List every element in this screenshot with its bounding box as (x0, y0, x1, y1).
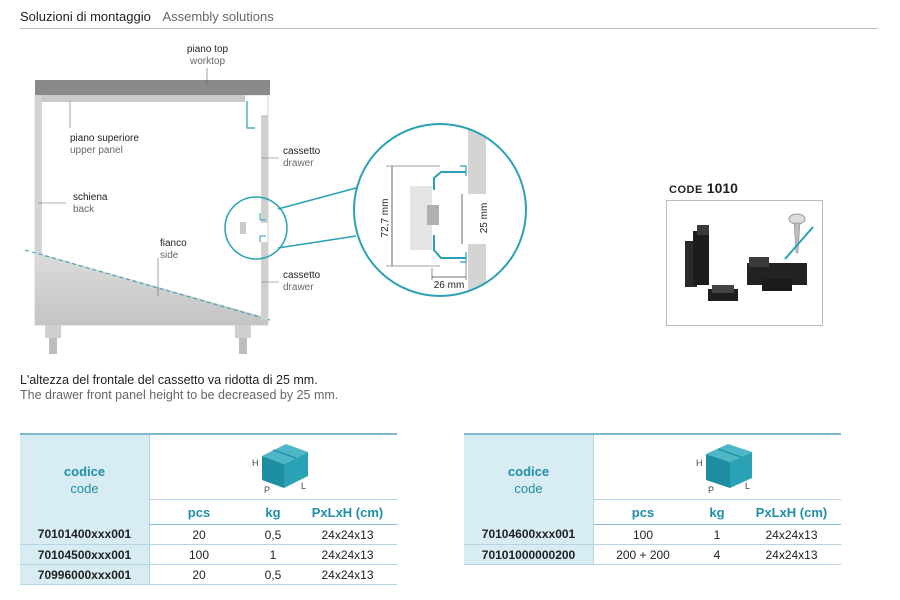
page-subtitle: Assembly solutions (162, 9, 274, 24)
svg-text:P: P (264, 485, 270, 495)
col-pcs: pcs (593, 499, 692, 525)
dim-reduction: 25 mm (479, 203, 490, 234)
worktop (35, 80, 270, 95)
svg-text:H: H (252, 458, 259, 468)
col-dims: PxLxH (cm) (742, 499, 841, 525)
mounting-note: L'altezza del frontale del cassetto va r… (20, 373, 339, 402)
leg-left (45, 325, 61, 338)
fastener-kit-image (685, 213, 814, 301)
box-icon: H P L (696, 443, 752, 495)
cabinet-back (35, 95, 42, 325)
dim-gap: 26 mm (434, 280, 465, 291)
col-kg: kg (248, 499, 298, 525)
zoom-circle (353, 123, 527, 297)
drawer-front-bottom (261, 242, 268, 320)
drawer-front-top (261, 115, 268, 223)
box-icon: H P L (252, 443, 308, 495)
header-divider (20, 28, 878, 29)
dim-height: 72,7 mm (380, 199, 391, 238)
cabinet-side-shade (35, 252, 268, 325)
svg-text:P: P (708, 485, 714, 495)
col-kg: kg (692, 499, 742, 525)
box-icon-cell: H P L (593, 434, 841, 500)
cabinet-diagram: 72,7 mm 25 mm 26 mm (24, 68, 527, 354)
box-icon-cell: H P L (149, 434, 397, 500)
svg-text:H: H (696, 458, 703, 468)
svg-text:L: L (745, 481, 750, 491)
col-dims: PxLxH (cm) (298, 499, 397, 525)
upper-panel (42, 95, 245, 102)
col-pcs: pcs (149, 499, 248, 525)
leg-right (235, 325, 251, 338)
svg-text:L: L (301, 481, 306, 491)
detail-marker (224, 196, 288, 260)
page-title: Soluzioni di montaggio (20, 9, 151, 24)
product-photo-box (666, 200, 823, 326)
page-header: Soluzioni di montaggio Assembly solution… (20, 9, 274, 24)
